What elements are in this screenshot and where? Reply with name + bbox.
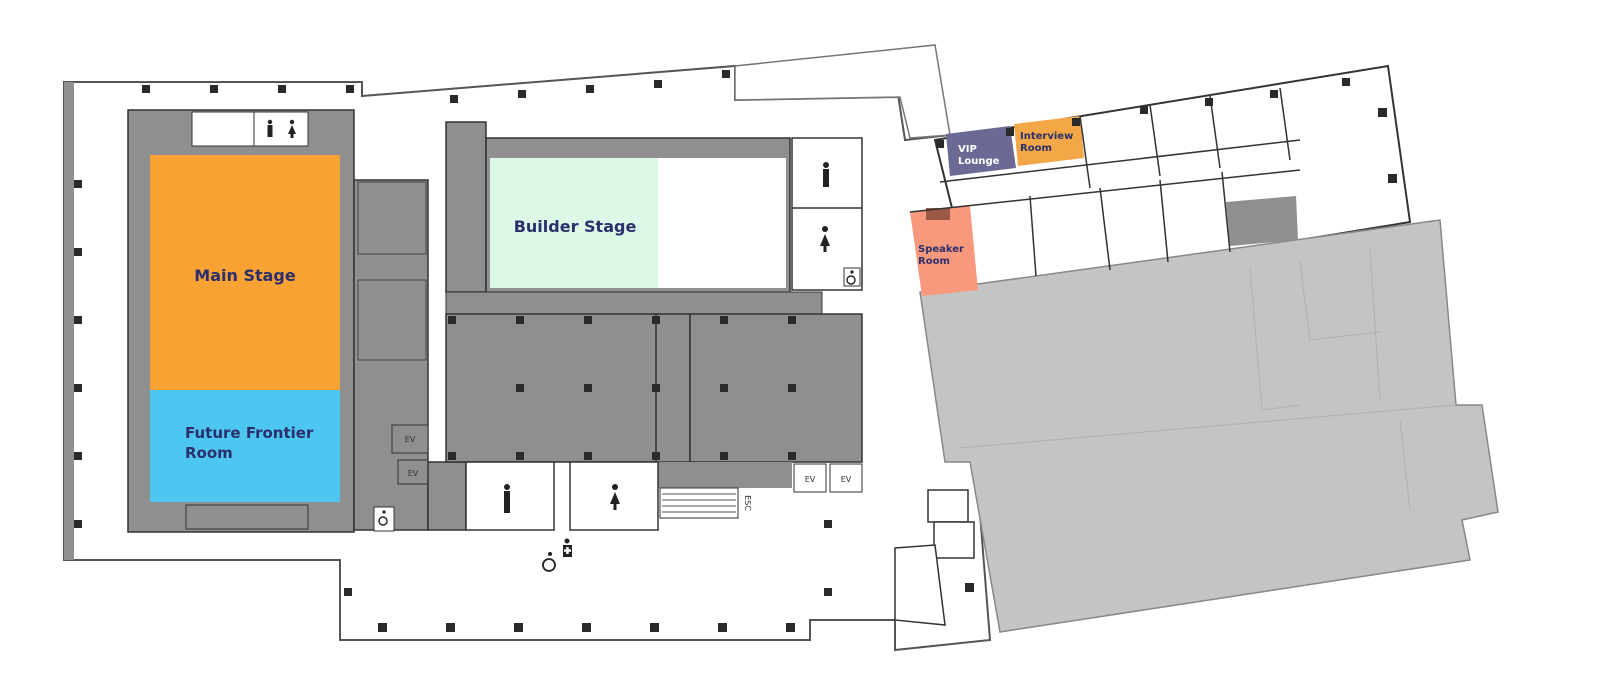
main-stage-area[interactable] — [150, 155, 340, 390]
interview-room-label-line2: Room — [1020, 143, 1052, 154]
interview-room-label-line1: Interview — [1020, 131, 1073, 142]
lower-service-rooms — [894, 489, 975, 626]
escalator-label: ESC — [743, 495, 752, 511]
elevator-label-2: EV — [408, 469, 419, 478]
interview-room-area[interactable] — [1014, 116, 1084, 166]
vip-lounge-label-line1: VIP — [958, 144, 977, 155]
accessible-icon — [843, 267, 861, 287]
service-core-room-1 — [357, 181, 427, 255]
womens-restroom-icon — [610, 484, 620, 510]
main-stage-top-room — [191, 111, 255, 147]
accessible-icon — [373, 506, 395, 532]
elevator-label-1: EV — [405, 435, 416, 444]
vip-lounge-area[interactable] — [946, 126, 1016, 176]
elevator-box-1 — [391, 424, 429, 454]
escalator — [659, 487, 739, 519]
first-aid-icon — [563, 538, 572, 557]
speaker-room-inset — [926, 208, 950, 220]
accessible-icon — [542, 552, 556, 572]
elevator-label-3: EV — [805, 475, 816, 484]
womens-restroom-icon — [288, 119, 296, 138]
speaker-room-label-line2: Room — [918, 256, 950, 267]
builder-stage-white-area — [658, 158, 786, 288]
escalator-steps — [662, 493, 736, 513]
structural-columns — [74, 70, 832, 632]
central-hall-strip — [658, 462, 792, 488]
elevator-label-4: EV — [841, 475, 852, 484]
builder-stage-area[interactable] — [490, 158, 658, 288]
speaker-room-area[interactable] — [910, 206, 978, 296]
builder-stage-column-left — [445, 121, 487, 293]
left-wall-band — [64, 82, 74, 560]
mens-restroom-icon — [504, 484, 510, 513]
central-hall-corridor — [445, 291, 823, 315]
restroom-block-right — [791, 137, 863, 291]
future-frontier-label-line2: Room — [185, 444, 233, 462]
central-hall-right — [689, 313, 863, 463]
elevator-box-2 — [397, 459, 429, 485]
builder-stage-label: Builder Stage — [514, 217, 637, 236]
right-storage-gray — [1226, 196, 1298, 246]
mens-restroom-icon — [823, 162, 829, 187]
service-core-room-2 — [357, 279, 427, 361]
vip-lounge-label-line2: Lounge — [958, 156, 1000, 167]
womens-restroom-icon — [820, 226, 830, 252]
service-core-b — [427, 461, 467, 531]
large-hall-gridlines — [959, 249, 1457, 511]
future-frontier-label-line1: Future Frontier — [185, 424, 314, 442]
speaker-room-label-line1: Speaker — [918, 244, 964, 255]
right-building-columns — [936, 78, 1397, 592]
top-right-terrace-outline — [734, 44, 951, 139]
right-building-walls — [909, 87, 1301, 277]
elevator-box-3 — [793, 463, 827, 493]
main-stage-bottom-room — [185, 504, 309, 530]
restroom-top-left-box — [253, 111, 309, 147]
central-hall-left — [445, 313, 691, 463]
future-frontier-area[interactable] — [150, 390, 340, 502]
main-stage-label: Main Stage — [194, 266, 296, 285]
elevator-box-4 — [829, 463, 863, 493]
mens-restroom-icon — [267, 119, 273, 137]
